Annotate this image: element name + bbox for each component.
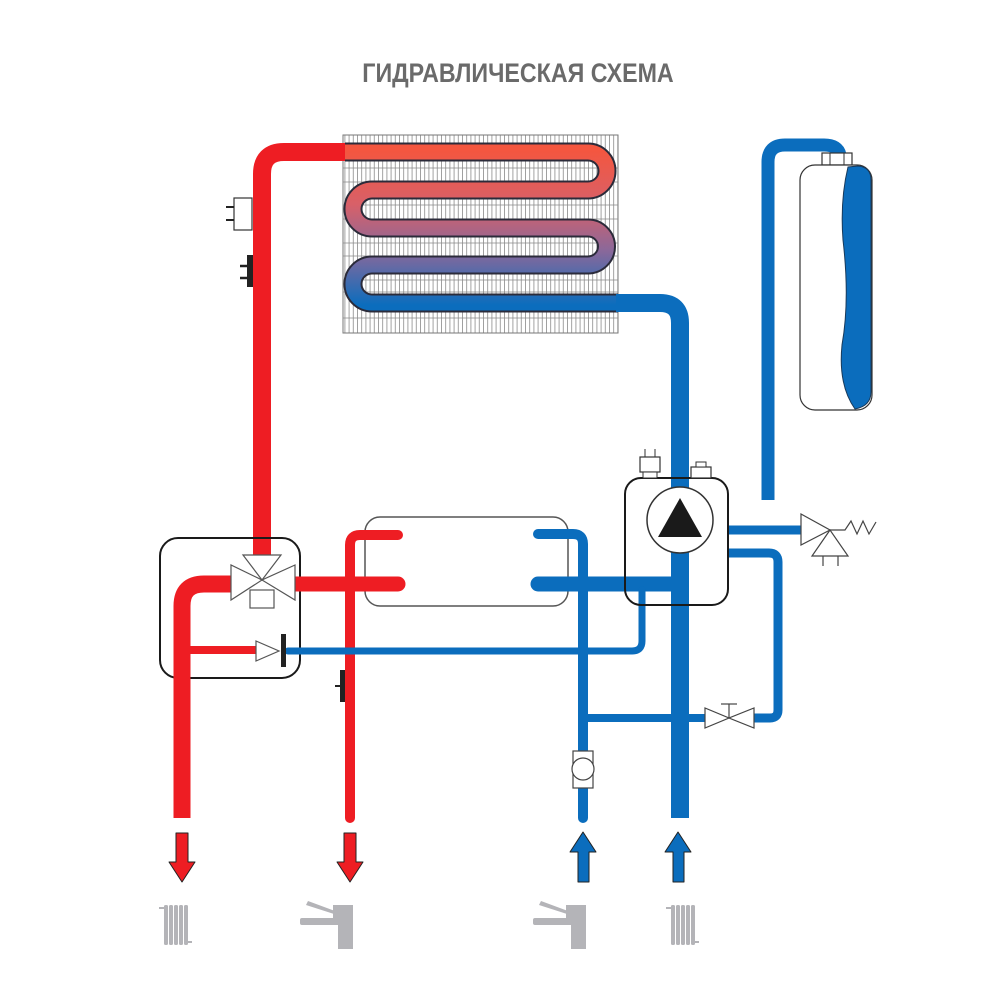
dhw-temperature-sensor-icon [335, 670, 345, 702]
tank-nut-icon [821, 152, 853, 166]
expansion-tank [761, 138, 873, 500]
arrow-up-icon [569, 831, 597, 883]
radiator-icon [666, 905, 699, 945]
air-vent-icon [690, 466, 712, 479]
diagram-title: ГИДРАВЛИЧЕСКАЯ СХЕМА [362, 58, 674, 88]
circulation-pump [624, 449, 729, 606]
check-valve-icon [255, 634, 286, 667]
faucet-icon [533, 901, 586, 949]
pump-plug-icon [639, 456, 661, 473]
arrow-down-icon [336, 832, 364, 883]
dhw-hot-outlet-pipe [345, 530, 403, 823]
tank-membrane-water [840, 165, 872, 410]
arrow-up-icon [664, 831, 692, 883]
flow-meter-icon [571, 750, 595, 789]
pump-housing [624, 477, 729, 606]
temperature-sensor-icon [226, 197, 253, 231]
tank-pipe [761, 138, 847, 500]
cold-water-pipe [533, 529, 588, 823]
three-way-valve-housing [159, 537, 301, 679]
bypass-return-pipe [284, 586, 646, 655]
return-pipe [616, 294, 689, 818]
make-up-valve-icon [704, 703, 755, 729]
secondary-heat-exchanger [364, 516, 569, 607]
safety-valve-icon [800, 512, 877, 566]
hot-supply-pipe [253, 143, 345, 560]
heating-supply-pipe [173, 575, 240, 818]
faucet-icon [300, 901, 353, 949]
make-up-return-pipe [728, 548, 783, 723]
three-way-valve-icon [230, 554, 296, 609]
arrow-down-icon [168, 832, 196, 883]
primary-heat-exchanger [342, 134, 619, 334]
radiator-icon [159, 905, 192, 945]
coil-pipe [345, 144, 618, 311]
overheat-sensor-icon [240, 255, 253, 287]
